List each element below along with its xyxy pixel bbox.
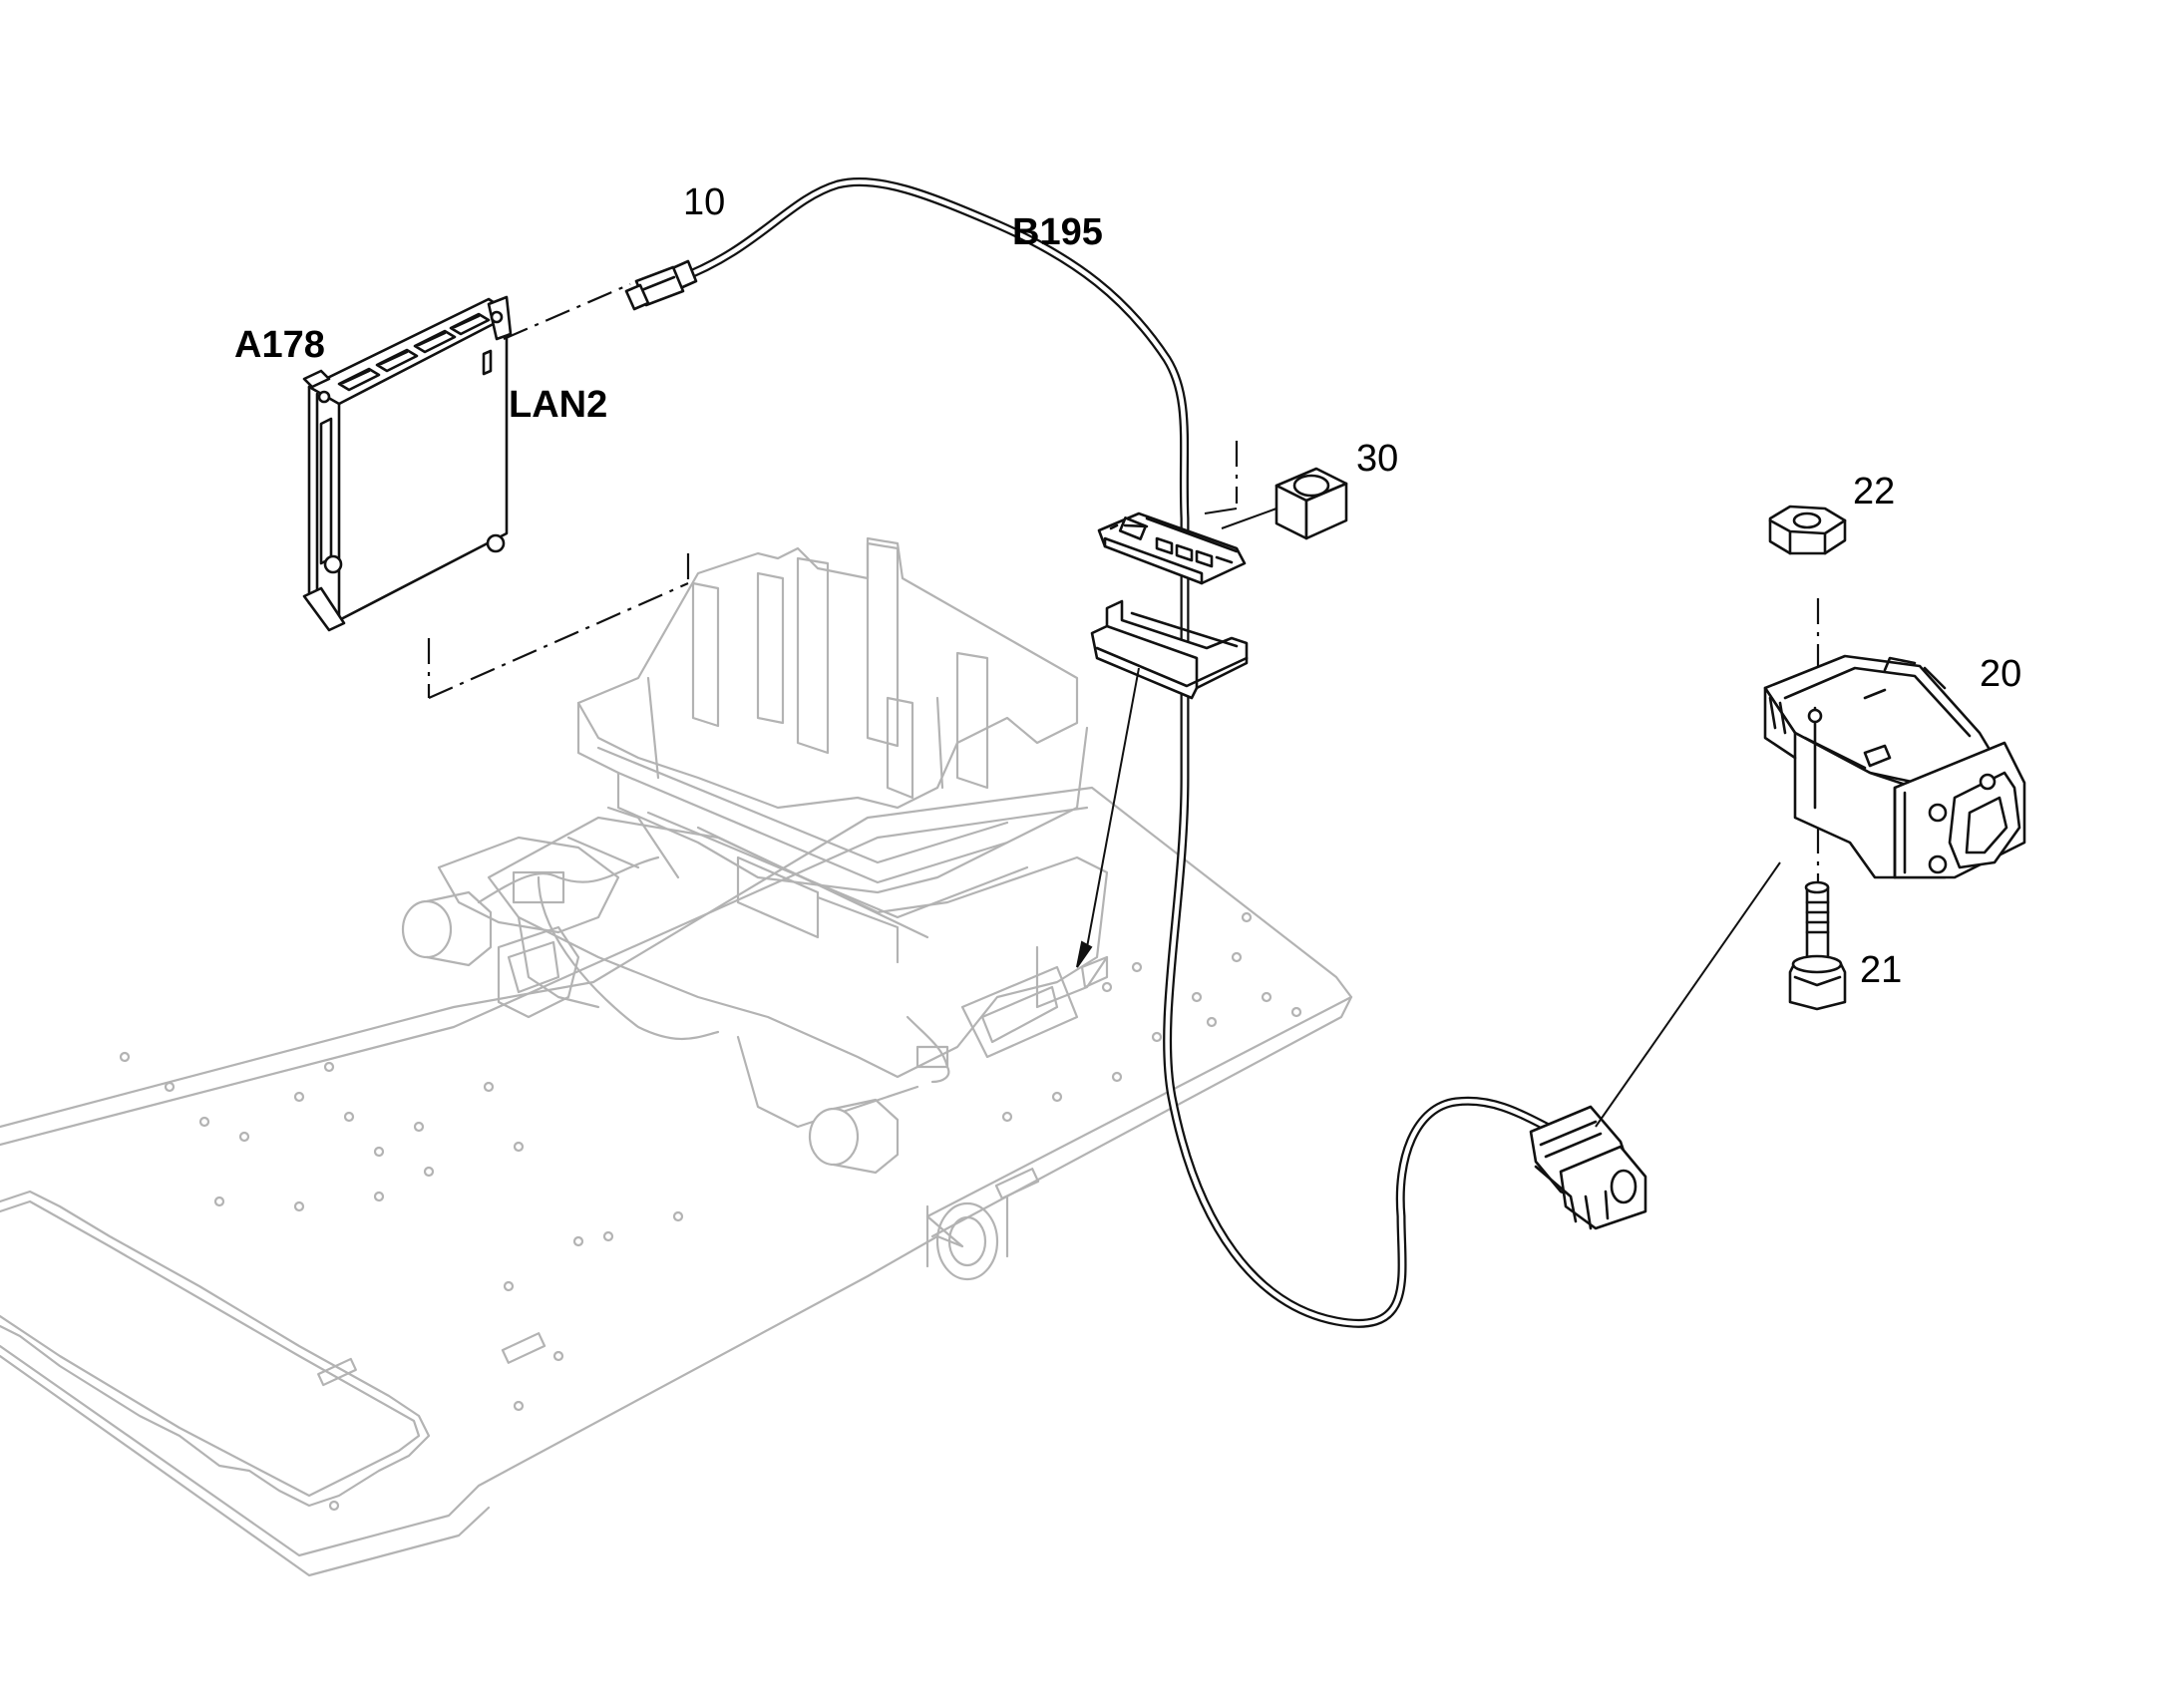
label-a178: A178	[234, 324, 325, 366]
machine-frame	[401, 536, 1109, 1175]
label-b195: B195	[1012, 211, 1103, 253]
label-part-21: 21	[1860, 949, 1902, 991]
label-part-30: 30	[1356, 438, 1398, 480]
part-21-screw	[1788, 880, 1847, 1011]
part-22-hex-nut	[1768, 505, 1847, 555]
arrow-head	[1076, 940, 1093, 968]
assembly-lines	[427, 282, 1820, 897]
base-plate	[0, 786, 1353, 1577]
leader-lines	[1086, 508, 1781, 1128]
label-part-20: 20	[1980, 653, 2021, 695]
a178-ports	[337, 312, 491, 392]
cable-b195	[624, 176, 1647, 1328]
part-20-sensor-housing	[1763, 654, 2026, 879]
label-part-22: 22	[1853, 471, 1895, 512]
part-30-cube	[1274, 467, 1348, 540]
roller-right	[808, 1098, 900, 1175]
cable-tray	[1090, 599, 1249, 700]
roller-left	[401, 890, 493, 967]
label-lan2: LAN2	[509, 384, 607, 426]
rj45-plug	[624, 259, 698, 311]
a178-control-unit	[302, 295, 513, 632]
plate-holes	[119, 911, 1302, 1512]
cable-clamp	[1097, 512, 1247, 585]
labels: 10 B195 A178 LAN2 30 22 20 21	[234, 181, 2021, 991]
sensor-connector	[1529, 1105, 1647, 1230]
label-part-10: 10	[683, 181, 725, 223]
